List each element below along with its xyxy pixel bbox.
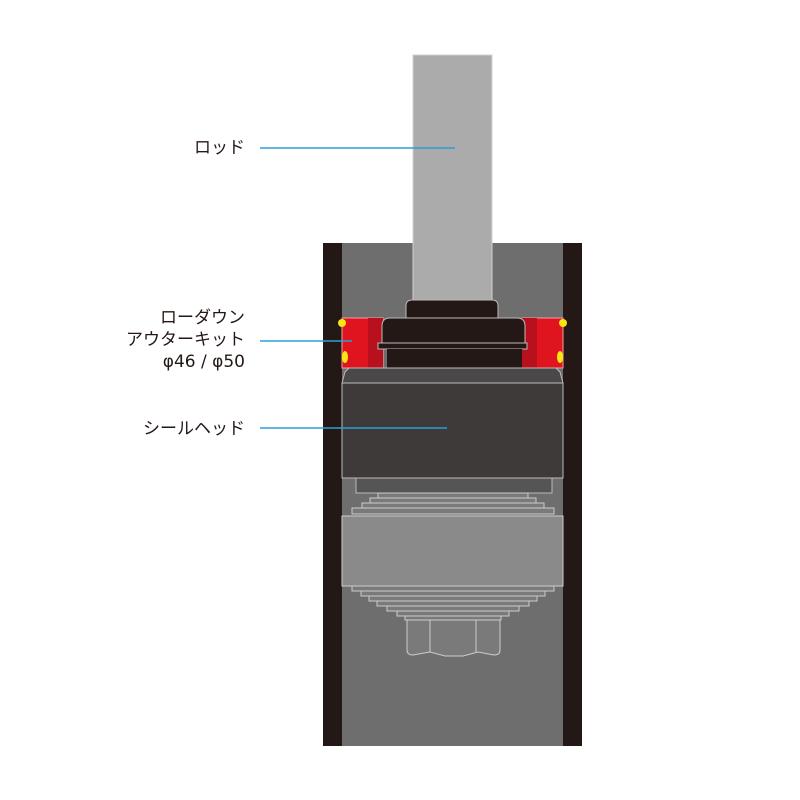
cylinder-wall-left bbox=[323, 243, 342, 746]
piston-washers-lower bbox=[351, 585, 555, 621]
marker-dot bbox=[338, 319, 346, 327]
label-lowdown-3: φ46 / φ50 bbox=[162, 352, 245, 372]
marker-dot bbox=[559, 319, 567, 327]
seal-head-lip bbox=[341, 367, 564, 384]
rod bbox=[412, 54, 493, 306]
label-lowdown-2: アウターキット bbox=[126, 330, 245, 350]
lowdown-outer-kit bbox=[338, 317, 567, 369]
label-lowdown-1: ローダウン bbox=[160, 308, 245, 328]
piston bbox=[341, 515, 564, 587]
marker-dot bbox=[342, 351, 348, 363]
label-rod: ロッド bbox=[194, 138, 245, 158]
label-seal-head: シールヘッド bbox=[143, 419, 245, 439]
seal-head bbox=[341, 382, 564, 479]
marker-dot bbox=[557, 351, 563, 363]
dust-seal bbox=[381, 317, 526, 345]
cylinder-wall-right bbox=[563, 243, 582, 746]
nut bbox=[406, 619, 501, 657]
piston-washers-upper bbox=[351, 492, 555, 515]
rod-cap bbox=[405, 299, 499, 319]
